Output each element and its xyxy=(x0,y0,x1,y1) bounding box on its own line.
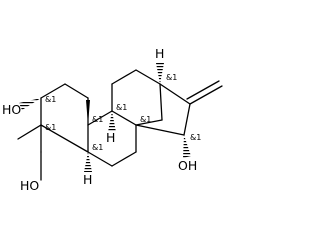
bond-c11-c12 xyxy=(111,69,137,85)
label-oh-ch2: HO xyxy=(20,178,39,193)
stereo-c5: &1 xyxy=(92,143,103,152)
stereo-c4: &1 xyxy=(45,123,56,132)
label-h-c5: H xyxy=(83,172,92,187)
bond-c7-c6 xyxy=(111,151,137,167)
bond-c9-c8 xyxy=(111,110,137,126)
bond-c10-c9 xyxy=(87,110,113,126)
bond-c4-c5 xyxy=(40,124,89,153)
stereo-c15: &1 xyxy=(190,133,201,142)
bond-c16-c15 xyxy=(183,103,191,136)
ring-c-bonds xyxy=(111,69,163,126)
label-oh-c15: OH xyxy=(178,158,197,173)
hash-c5-h xyxy=(84,152,92,172)
label-h-c9: H xyxy=(106,130,115,145)
bond-c15-c8 xyxy=(135,124,185,136)
molecule-structure: HO OH HO H H H &1 &1 &1 &1 &1 &1 &1 &1 xyxy=(2,46,223,193)
bond-c13-c16 xyxy=(159,83,191,105)
bond-c6-c5 xyxy=(87,151,113,167)
hash-c13-h xyxy=(156,63,164,84)
bond-c2-c3 xyxy=(40,83,66,99)
hash-c3-oh xyxy=(19,98,41,110)
ring-b-bonds xyxy=(87,110,137,167)
bond-c1-c2 xyxy=(64,83,89,99)
stereo-c8: &1 xyxy=(140,115,151,124)
methylene-double-bond xyxy=(186,80,223,105)
label-oh-c3: HO xyxy=(2,102,21,117)
bond-c12-c13 xyxy=(135,69,161,85)
bond-c4-methyl xyxy=(17,124,42,140)
bond-c16-ch2-b xyxy=(186,80,220,100)
hash-c9-h xyxy=(108,111,116,132)
stereo-c3: &1 xyxy=(45,95,56,104)
label-h-c13: H xyxy=(155,46,164,61)
hash-c15-oh xyxy=(183,135,191,158)
stereo-c9: &1 xyxy=(116,103,127,112)
bond-c16-ch2-a xyxy=(189,85,223,105)
wedge-c10-methyl xyxy=(86,100,90,125)
ring-d-bonds xyxy=(135,83,191,136)
stereo-c13: &1 xyxy=(166,73,177,82)
bond-c14-c8 xyxy=(135,119,163,126)
bond-c13-c14 xyxy=(159,83,163,121)
stereo-c10: &1 xyxy=(92,115,103,124)
